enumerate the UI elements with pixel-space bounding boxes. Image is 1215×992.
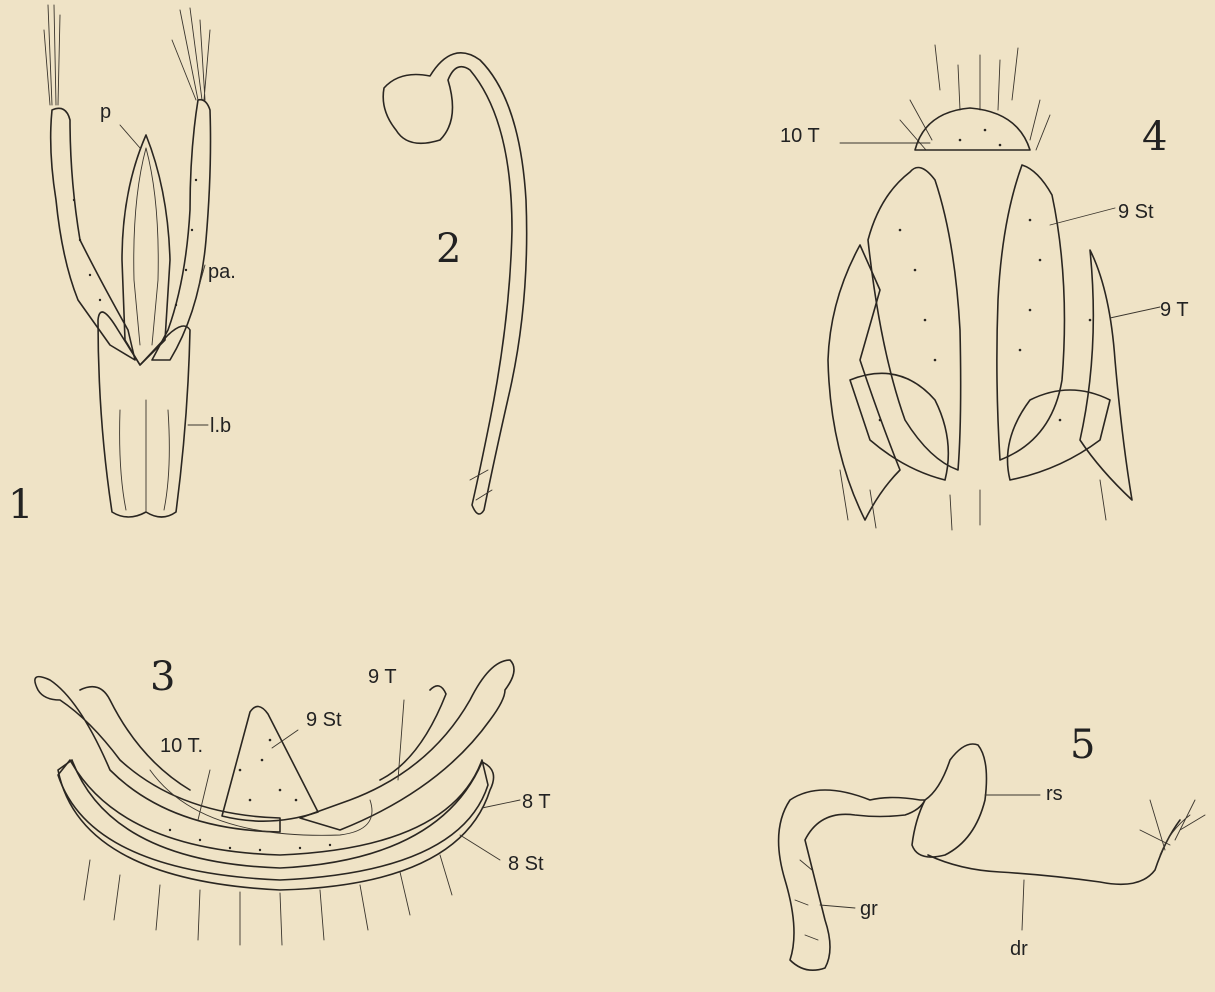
label-10t: 10 T. (160, 735, 203, 757)
proboscis (122, 135, 170, 365)
label-gr: gr (860, 898, 878, 920)
figure-1-number: 1 (8, 482, 33, 528)
label-dr: dr (1010, 938, 1028, 960)
label-9st: 9 St (306, 709, 342, 731)
figure-1-mouthparts: 1 p pa. l.b (8, 5, 236, 528)
figure-4-number: 4 (1142, 114, 1167, 160)
label-4-9t: 9 T (1160, 299, 1189, 321)
label-8t: 8 T (522, 791, 551, 813)
figure-2-appendage: 2 (383, 53, 526, 514)
right-palp (152, 100, 211, 360)
figure-4-terminalia: 4 10 T 9 St 9 T (780, 45, 1189, 530)
sternite-8 (58, 760, 494, 890)
figure-5-reproductive-tract: 5 rs gr dr (779, 722, 1205, 970)
hooked-appendage (383, 53, 526, 514)
tergite-9-right (1080, 250, 1132, 500)
labium (98, 312, 190, 517)
label-4-10t: 10 T (780, 125, 820, 147)
tergite-9-right-arm (300, 660, 514, 830)
figure-3-genitalia: 3 9 T 9 St 10 T. 8 T 8 St (35, 654, 551, 945)
tergite-9-left (828, 245, 900, 520)
figure-3-number: 3 (150, 654, 175, 700)
label-8st: 8 St (508, 853, 544, 875)
label-pa: pa. (208, 261, 236, 283)
label-4-9st: 9 St (1118, 201, 1154, 223)
sternite-9 (222, 706, 318, 821)
gland-gr (779, 790, 925, 970)
sternite-9-right (997, 165, 1065, 460)
figure-2-number: 2 (436, 226, 461, 272)
figure-5-number: 5 (1070, 722, 1095, 768)
tergite-10 (915, 108, 1030, 150)
duct-dr (928, 820, 1180, 884)
label-p: p (100, 101, 111, 123)
label-lb: l.b (210, 415, 231, 437)
label-rs: rs (1046, 783, 1063, 805)
label-9t: 9 T (368, 666, 397, 688)
